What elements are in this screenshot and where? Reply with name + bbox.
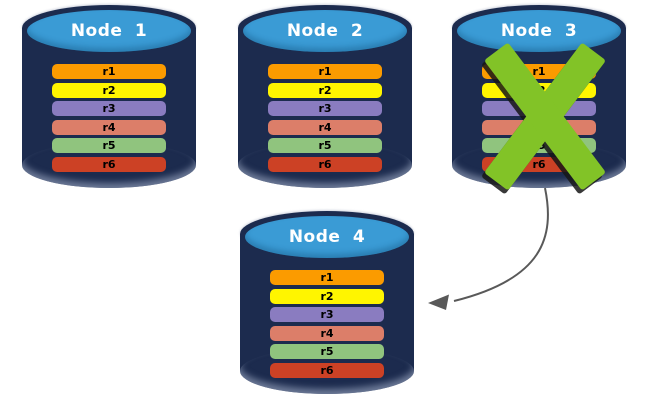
row-bar-r6: r6: [268, 156, 382, 172]
row-bar-r6: r6: [270, 362, 384, 378]
arrow-node3-to-node4: [428, 187, 549, 310]
row-bar-r5: r5: [270, 344, 384, 359]
row-bar-r5: r5: [268, 138, 382, 153]
cylinder-top-face: Node 3: [457, 10, 621, 52]
row-bar-r4: r4: [270, 325, 384, 341]
cylinder-top-face: Node 2: [243, 10, 407, 52]
cylinder-top-face: Node 4: [245, 216, 409, 258]
cylinder-top-face: Node 1: [27, 10, 191, 52]
row-bar-r3: r3: [268, 101, 382, 116]
node-title: Node 3: [500, 21, 578, 41]
row-bar-r3: r3: [52, 101, 166, 116]
row-bar-r4: r4: [52, 119, 166, 135]
row-bar-r1: r1: [270, 270, 384, 285]
row-list: r1 r2 r3 r4 r5 r6: [270, 270, 384, 378]
row-bar-r2: r2: [270, 288, 384, 304]
row-bar-r1: r1: [268, 64, 382, 79]
row-bar-r4: r4: [268, 119, 382, 135]
row-bar-r5: r5: [52, 138, 166, 153]
node-title: Node 2: [286, 21, 364, 41]
node-1-cylinder: Node 1 r1 r2 r3 r4 r5 r6: [22, 5, 196, 188]
row-list: r1 r2 r3 r4 r5 r6: [52, 64, 166, 172]
row-bar-r2: r2: [52, 82, 166, 98]
row-bar-r2: r2: [268, 82, 382, 98]
failure-x-icon: [483, 42, 607, 191]
row-bar-r1: r1: [52, 64, 166, 79]
node-3-cylinder: Node 3 r1 r2 r3 r4 r5 r6: [452, 5, 626, 191]
row-bar-r6: r6: [52, 156, 166, 172]
row-bar-r3: r3: [270, 307, 384, 322]
row-list: r1 r2 r3 r4 r5 r6: [268, 64, 382, 172]
node-title: Node 4: [288, 227, 366, 247]
node-4-cylinder: Node 4 r1 r2 r3 r4 r5 r6: [240, 211, 414, 394]
node-2-cylinder: Node 2 r1 r2 r3 r4 r5 r6: [238, 5, 412, 188]
node-title: Node 1: [70, 21, 148, 41]
arrow-curve: [453, 187, 549, 302]
arrow-head: [428, 294, 449, 310]
